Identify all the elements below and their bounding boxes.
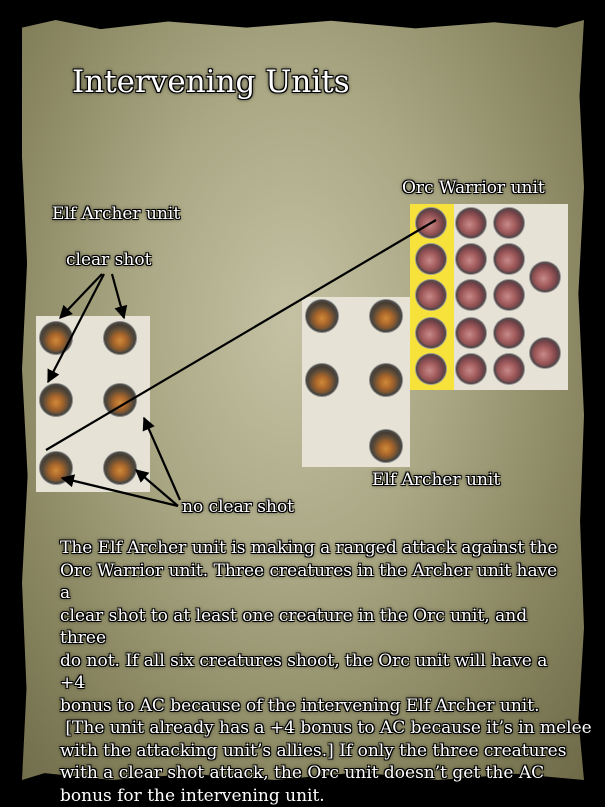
elf-archer-label-right: Elf Archer unit [372,470,500,490]
clear-shot-arrow [112,274,124,318]
description-text: The Elf Archer unit is making a ranged a… [60,537,570,807]
no-clear-shot-arrow [144,418,180,500]
description-line: do not. If all six creatures shoot, the … [60,650,570,695]
description-line: with a clear shot attack, the Orc unit d… [60,762,570,785]
description-line: Orc Warrior unit. Three creatures in the… [60,560,570,605]
clear-shot-label: clear shot [66,250,151,270]
description-line: The Elf Archer unit is making a ranged a… [60,537,570,560]
description-line: [The unit already has a +4 bonus to AC b… [60,717,570,740]
no-clear-shot-label: no clear shot [182,497,294,517]
clear-shot-arrow [60,274,102,318]
description-line: bonus to AC because of the intervening E… [60,695,570,718]
elf-archer-label-left: Elf Archer unit [52,204,180,224]
orc-warrior-label: Orc Warrior unit [402,178,545,198]
description-line: with the attacking unit’s allies.] If on… [60,740,570,763]
clear-shot-arrow [48,274,104,382]
description-line: clear shot to at least one creature in t… [60,605,570,650]
